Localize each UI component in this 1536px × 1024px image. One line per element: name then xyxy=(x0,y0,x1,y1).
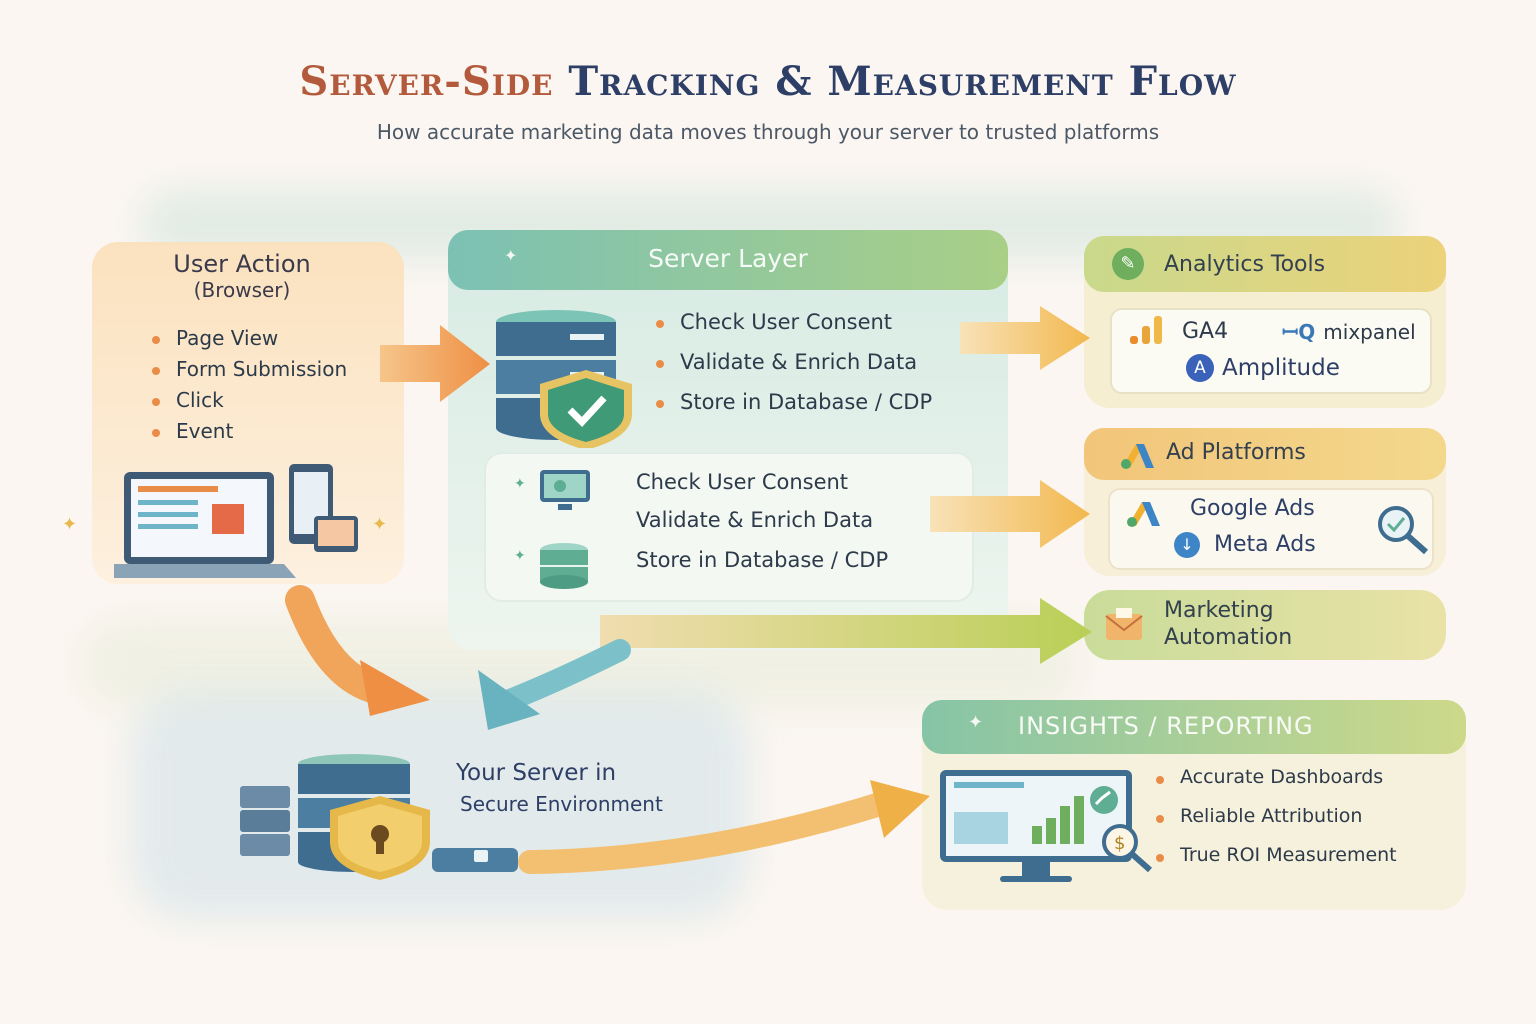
sparkle-icon: ✦ xyxy=(62,514,78,535)
sparkle-icon: ✦ xyxy=(514,476,526,492)
google-ads-label: Google Ads xyxy=(1190,496,1315,521)
list-item: Page View xyxy=(148,326,347,357)
server-inner-card: ✦ ✦ Check User Consent Validate & Enrich… xyxy=(484,452,974,602)
database-shield-icon xyxy=(496,310,632,448)
user-action-title: User Action xyxy=(173,250,311,278)
analytics-logo-box: GA4 ꟷQ mixpanel A Amplitude xyxy=(1110,308,1432,394)
svg-text:$: $ xyxy=(1114,833,1125,854)
magnifier-check-icon xyxy=(1378,506,1428,555)
ad-logo-box: Google Ads ↓ Meta Ads xyxy=(1108,488,1434,570)
user-action-subtitle: (Browser) xyxy=(193,278,291,302)
server-lock-icon xyxy=(240,754,518,880)
list-item: Check User Consent xyxy=(652,310,932,350)
google-ads-icon xyxy=(1127,502,1160,527)
server-layer-header xyxy=(448,230,1008,290)
server-top-list: Check User Consent Validate & Enrich Dat… xyxy=(652,310,932,430)
analytics-tools-panel: ✎ Analytics Tools GA4 ꟷQ mixpanel A Ampl… xyxy=(1084,236,1446,408)
ga4-bars-icon xyxy=(1130,316,1162,344)
sparkle-icon: ✦ xyxy=(514,548,526,564)
insights-title: INSIGHTS / REPORTING xyxy=(1018,712,1314,740)
page-subtitle: How accurate marketing data moves throug… xyxy=(376,120,1160,144)
your-server-line-1: Your Server in xyxy=(456,760,617,786)
sparkle-icon: ✦ xyxy=(504,246,518,265)
list-item: Store in Database / CDP xyxy=(652,390,932,430)
sparkle-icon: ✦ xyxy=(968,712,984,733)
insights-list: Accurate Dashboards Reliable Attribution… xyxy=(1152,766,1397,883)
database-icon xyxy=(540,543,588,589)
ad-platforms-icon xyxy=(1121,444,1154,469)
envelope-icon xyxy=(1105,608,1143,640)
title-part-1: Server-Side xyxy=(299,58,554,105)
server-bottom-item: Store in Database / CDP xyxy=(636,548,889,572)
monitor-icon xyxy=(540,470,590,510)
title-part-2: Tracking & Measurement Flow xyxy=(568,58,1237,105)
list-item: Event xyxy=(148,419,347,450)
mixpanel-label: mixpanel xyxy=(1323,319,1416,344)
mixpanel-logo: ꟷQ mixpanel xyxy=(1282,318,1416,345)
meta-ads-icon: ↓ xyxy=(1174,532,1200,558)
list-item: Click xyxy=(148,388,347,419)
your-server-line-2: Secure Environment xyxy=(460,792,663,816)
laptop-devices-icon xyxy=(114,464,358,578)
insights-reporting-panel: ✦ INSIGHTS / REPORTING $ Accurate Dashbo… xyxy=(922,700,1466,910)
analytics-title: Analytics Tools xyxy=(1164,252,1326,277)
list-item: Form Submission xyxy=(148,357,347,388)
dashboard-monitor-icon: $ xyxy=(940,770,1152,882)
user-action-list: Page View Form Submission Click Event xyxy=(148,326,347,450)
list-item: Accurate Dashboards xyxy=(1152,766,1397,805)
mixpanel-icon: ꟷQ xyxy=(1282,320,1316,344)
list-item: True ROI Measurement xyxy=(1152,844,1397,883)
page-title: Server-Side Tracking & Measurement Flow xyxy=(0,58,1536,105)
marketing-title-line-2: Automation xyxy=(1164,625,1293,650)
user-action-panel: User Action (Browser) Page View Form Sub… xyxy=(92,242,404,584)
analytics-icon: ✎ xyxy=(1112,248,1144,280)
ga4-logo: GA4 xyxy=(1128,316,1228,346)
marketing-title-line-1: Marketing xyxy=(1164,598,1274,623)
server-bottom-item: Check User Consent xyxy=(636,470,849,494)
marketing-automation-panel: Marketing Automation xyxy=(1084,590,1446,660)
insights-header xyxy=(922,700,1466,754)
sparkle-icon: ✦ xyxy=(372,514,388,535)
meta-ads-label: Meta Ads xyxy=(1214,532,1316,557)
amplitude-label: Amplitude xyxy=(1222,355,1340,381)
amplitude-logo: A Amplitude xyxy=(1186,354,1340,382)
server-layer-panel: Server Layer ✦ Check User Consent Valida… xyxy=(448,230,1008,650)
amplitude-icon: A xyxy=(1186,354,1214,382)
ad-platforms-panel: Ad Platforms Google Ads ↓ Meta Ads xyxy=(1084,428,1446,576)
list-item: Reliable Attribution xyxy=(1152,805,1397,844)
ad-platforms-title: Ad Platforms xyxy=(1166,440,1306,465)
server-layer-title: Server Layer xyxy=(648,244,808,273)
analytics-header xyxy=(1084,236,1446,292)
server-bottom-item: Validate & Enrich Data xyxy=(636,508,874,532)
ga4-label: GA4 xyxy=(1182,318,1229,344)
list-item: Validate & Enrich Data xyxy=(652,350,932,390)
